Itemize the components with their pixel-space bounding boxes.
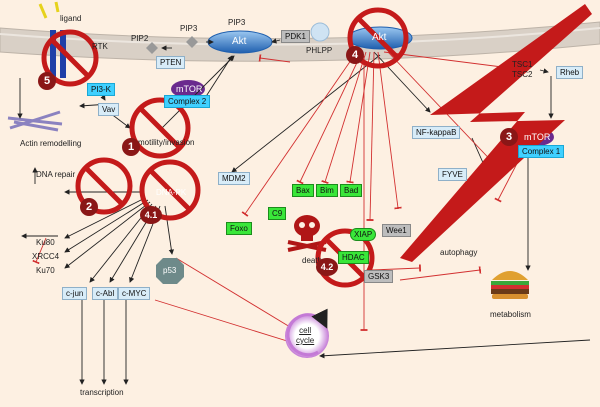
prohibit-sign-2 — [75, 157, 133, 215]
activation-arrows — [17, 38, 591, 385]
badge-4-1: 4.1 — [140, 206, 162, 224]
cjun-node: c-jun — [62, 287, 88, 300]
actin-label: Actin remodelling — [20, 139, 82, 148]
tsc-label: TSC1 TSC2 — [512, 60, 533, 79]
pdk1-node: PDK1 — [281, 30, 310, 43]
ku70-label: Ku70 — [36, 266, 55, 275]
c9-node: C9 — [268, 207, 287, 220]
gsk3-node: GSK3 — [364, 270, 394, 283]
badge-1: 1 — [122, 138, 140, 156]
phlpp-node — [310, 22, 330, 42]
metabolism-label: metabolism — [490, 310, 531, 319]
burger-icon — [491, 271, 529, 299]
complex2-label: Complex 2 — [164, 95, 211, 108]
xrcc4-label: XRCC4 — [32, 252, 60, 261]
wee1-node: Wee1 — [382, 224, 411, 237]
pip3-right-label: PIP3 — [228, 18, 246, 27]
mtor-c2-label: mTOR — [176, 84, 203, 94]
pten-node: PTEN — [156, 56, 186, 69]
rheb-node: Rheb — [556, 66, 584, 79]
rtk-label: RTK — [92, 42, 108, 51]
motility-label: motility/invasion — [138, 138, 195, 147]
prohibit-signs — [41, 7, 409, 288]
p53-node — [156, 258, 184, 284]
actin-icon — [7, 110, 63, 132]
pip3-left-label: PIP3 — [180, 24, 198, 33]
pip3-icon — [186, 36, 198, 48]
bim-node: Bim — [316, 184, 338, 197]
dnapk-label: DNA-PK — [156, 188, 187, 197]
mtor-c1-label: mTOR — [524, 132, 551, 142]
phlpp-label: PHLPP — [306, 46, 333, 55]
lightning-bolt-icon — [400, 4, 592, 262]
badge-4: 4 — [346, 46, 364, 64]
prohibit-sign-4 — [347, 7, 409, 69]
transcription-label: transcription — [80, 388, 124, 397]
prohibit-sign-4-1 — [139, 159, 201, 221]
xiap-node: XIAP — [350, 228, 377, 241]
p53-label: p53 — [163, 266, 177, 275]
pip2-label: PIP2 — [131, 34, 149, 43]
cell-cycle-label: cell cycle — [296, 326, 315, 345]
badge-4-2: 4.2 — [316, 258, 338, 276]
ligand-icon — [38, 1, 60, 19]
ku80-label: Ku80 — [36, 238, 55, 247]
akt-right-label: Akt — [372, 32, 387, 43]
dna-repair-label: DNA repair — [36, 170, 76, 179]
hdac-node: HDAC — [338, 251, 369, 264]
death-label: death — [302, 256, 323, 265]
ligand-label: ligand — [60, 14, 82, 23]
prohibit-sign-5 — [41, 29, 99, 87]
bad-node: Bad — [340, 184, 363, 197]
badge-3: 3 — [500, 128, 518, 146]
nfkb-node: NF-kappaB — [412, 126, 461, 139]
pip2-icon — [146, 42, 158, 54]
bax-node: Bax — [292, 184, 314, 197]
pi3k-node: PI3-K — [87, 83, 116, 96]
autophagy-label: autophagy — [440, 248, 478, 257]
akt-left-label: Akt — [232, 36, 247, 47]
vav-node: Vav — [98, 103, 120, 116]
badge-5: 5 — [38, 72, 56, 90]
fyve-node: FYVE — [438, 168, 467, 181]
mdm2-node: MDM2 — [218, 172, 250, 185]
badge-2: 2 — [80, 198, 98, 216]
foxo-node: Foxo — [226, 222, 252, 235]
cmyc-node: c-MYC — [118, 287, 151, 300]
cabl-node: c-Abl — [92, 287, 119, 300]
complex1-label: Complex 1 — [518, 145, 565, 158]
prohibit-sign-1 — [129, 97, 191, 159]
